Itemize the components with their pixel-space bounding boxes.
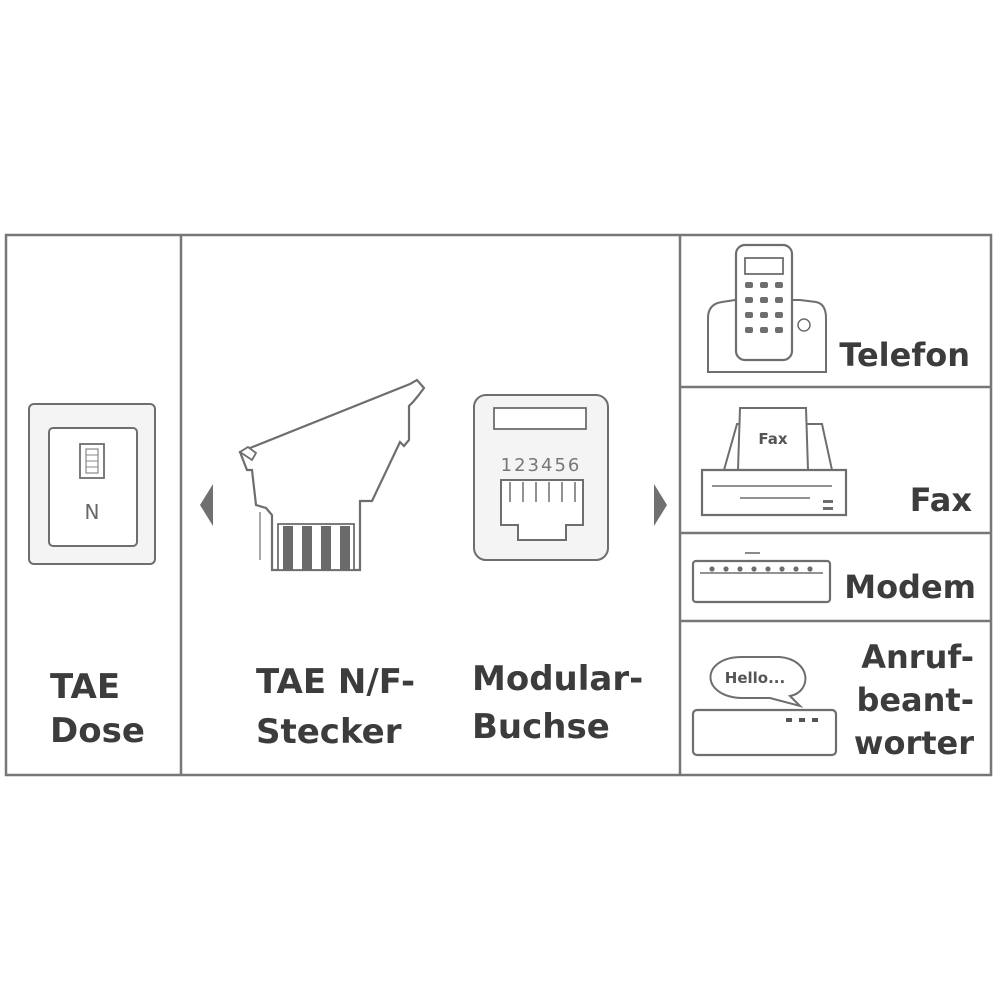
modem-icon: [691, 552, 832, 604]
fax-paper-text: Fax: [758, 430, 787, 448]
fax-label: Fax: [910, 481, 973, 519]
tae-dose-icon: [28, 403, 156, 565]
telephone-icon: [707, 243, 827, 373]
tae-dose-label-line1: TAE: [50, 667, 120, 707]
modular-jack-label-line2: Buchse: [472, 707, 610, 747]
answering-machine-icon: [691, 656, 838, 757]
modem-label: Modem: [844, 568, 976, 606]
arrow-right-icon: [654, 484, 667, 526]
tae-plug-label-line1: TAE N/F-: [256, 662, 415, 702]
tae-plug-label-line2: Stecker: [256, 712, 402, 752]
socket-letter: N: [85, 500, 100, 524]
tae-plug-icon: [238, 378, 426, 572]
fax-icon: [700, 407, 848, 517]
telefon-label: Telefon: [839, 336, 970, 374]
anrufbeantworter-label-line2: beant-: [856, 681, 974, 719]
anrufbeantworter-label-line1: Anruf-: [861, 638, 974, 676]
anrufbeantworter-label-line3: worter: [854, 724, 974, 762]
modular-jack-icon: [473, 394, 609, 561]
speech-bubble-text: Hello...: [725, 669, 785, 687]
modular-jack-label-line1: Modular-: [472, 659, 643, 699]
tae-dose-label-line2: Dose: [50, 711, 145, 751]
arrow-left-icon: [200, 484, 213, 526]
jack-pin-numbers: 123456: [501, 455, 582, 476]
